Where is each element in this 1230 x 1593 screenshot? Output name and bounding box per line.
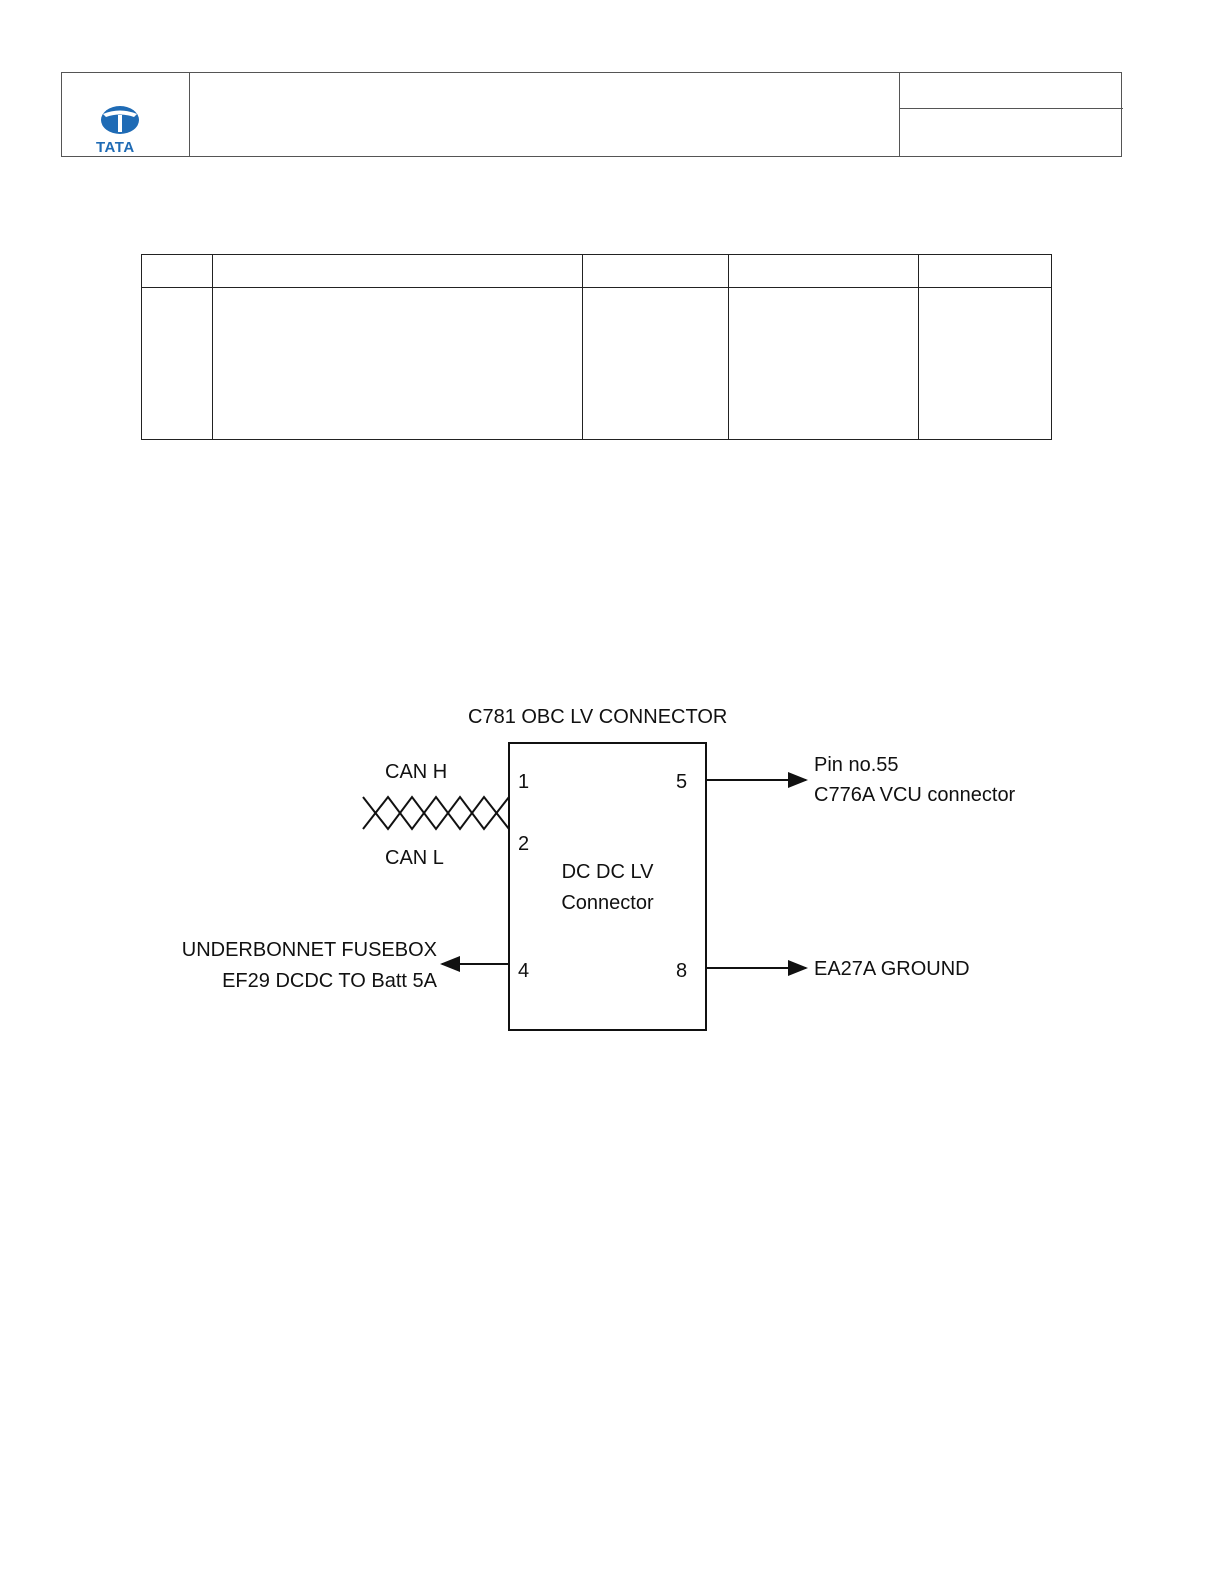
pin4-target-line1: UNDERBONNET FUSEBOX: [181, 939, 437, 961]
pin-2-label: 2: [518, 833, 530, 855]
logo-wordmark: TATA: [96, 139, 135, 156]
table-header-row: [141, 254, 1052, 288]
document-header: TATA: [61, 72, 1123, 157]
pin4-target-line2: EF29 DCDC TO Batt 5A: [222, 970, 437, 992]
header-meta-top-cell: [900, 73, 1123, 109]
can-twisted-pair: [362, 795, 510, 831]
box-label-line1: DC DC LV: [561, 861, 654, 883]
table-row: [141, 287, 1052, 440]
pin-1-label: 1: [518, 771, 530, 793]
connector-title: C781 OBC LV CONNECTOR: [468, 706, 728, 728]
can-l-label: CAN L: [385, 847, 444, 869]
table-cell: [212, 287, 583, 440]
pin-4-label: 4: [518, 960, 530, 982]
table-cell: [918, 287, 1052, 440]
pin5-target-line2: C776A VCU connector: [814, 784, 1016, 806]
table-cell: [582, 287, 729, 440]
table-cell: [141, 287, 213, 440]
table-cell: [728, 287, 919, 440]
connector-box: [508, 742, 707, 1031]
logo-cell: TATA: [62, 73, 190, 156]
can-h-label: CAN H: [385, 761, 448, 783]
header-title-cell: [190, 73, 900, 156]
box-label-line2: Connector: [561, 892, 654, 914]
pin5-target-line1: Pin no.55: [814, 754, 899, 776]
pin-5-label: 5: [676, 771, 688, 793]
table-cell: [582, 254, 729, 288]
table-cell: [918, 254, 1052, 288]
tata-logo-icon: [101, 106, 139, 134]
pin8-target: EA27A GROUND: [814, 958, 970, 980]
pin-8-label: 8: [676, 960, 688, 982]
revision-table: [141, 254, 1052, 440]
